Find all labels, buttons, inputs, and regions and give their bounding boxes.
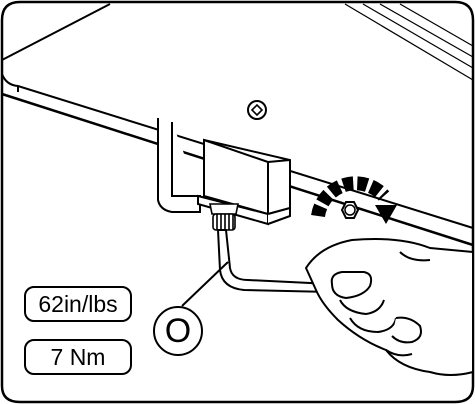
mounting-bracket	[157, 118, 291, 226]
hex-bolt-icon	[340, 201, 360, 219]
torque-label-imperial: 62in/lbs	[24, 286, 132, 322]
torque-label-metric: 7 Nm	[24, 339, 132, 375]
callout-leader	[181, 261, 229, 307]
rotate-clockwise-arrow-icon	[311, 176, 397, 224]
callout-letter: O	[153, 306, 203, 356]
screw-head-icon	[247, 100, 267, 120]
knurled-bolt	[209, 203, 239, 231]
hand-icon	[305, 238, 474, 376]
